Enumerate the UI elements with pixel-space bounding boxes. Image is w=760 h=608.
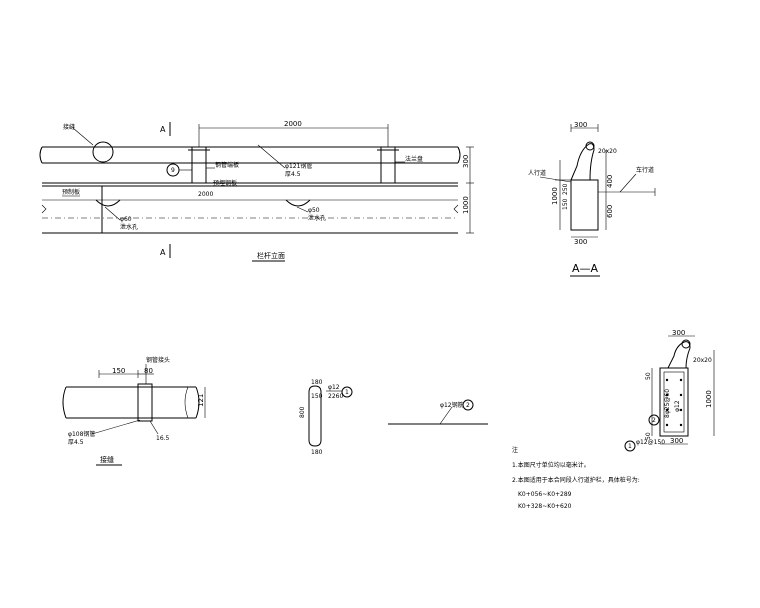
aa-dim-400: 400 bbox=[606, 175, 614, 188]
rebar1-dim-150: 150 bbox=[311, 393, 323, 400]
rebar1-label-bar: φ12 bbox=[328, 384, 340, 391]
rebar2-number: 2 bbox=[466, 402, 470, 409]
aa-dim-1000: 1000 bbox=[551, 187, 559, 205]
label-joint: 接缝 bbox=[63, 123, 75, 131]
label-hole-left-sub: 泄水孔 bbox=[120, 223, 138, 231]
reinf-dim-bottom-width: 300 bbox=[670, 437, 683, 445]
aa-title: A—A bbox=[572, 262, 599, 275]
label-pipe: φ121钢管 bbox=[285, 162, 312, 170]
rebar1-dim-side: 800 bbox=[299, 406, 306, 418]
notes-line4: K0+328~K0+620 bbox=[518, 503, 572, 510]
reinf-dim-right: φ12 bbox=[674, 400, 681, 412]
label-hole-right-sub: 泄水孔 bbox=[308, 214, 326, 222]
reinf-dim-50-top: 50 bbox=[645, 372, 652, 380]
reinf-dim-50-bot: 50 bbox=[645, 432, 652, 440]
joint-label-gap: 16.5 bbox=[156, 435, 170, 442]
notes-line3: K0+056~K0+289 bbox=[518, 491, 572, 498]
callout-number: 9 bbox=[171, 167, 175, 174]
notes-line1: 1.本图尺寸单位均以毫米计。 bbox=[512, 461, 590, 469]
aa-dim-600: 600 bbox=[606, 205, 614, 218]
joint-label-thickness: 厚4.5 bbox=[68, 439, 84, 446]
joint-detail: 150 80 钢管接头 121 φ108钢管 厚4.5 16.5 接缝 bbox=[62, 356, 206, 466]
label-slab: 预制板 bbox=[62, 188, 80, 196]
notes-heading: 注 bbox=[512, 446, 518, 454]
joint-dim-height: 121 bbox=[197, 394, 205, 407]
notes-line2: 2.本图适用于本合同段人行道护栏，具体桩号为: bbox=[512, 476, 640, 484]
label-base: 预埋钢板 bbox=[213, 179, 237, 187]
joint-label-top: 钢管接头 bbox=[146, 356, 170, 364]
rebar1-number: 1 bbox=[345, 389, 349, 396]
section-mark-top: A bbox=[160, 125, 166, 134]
joint-dim-150: 150 bbox=[112, 367, 125, 375]
rebar1-label-len: 2260 bbox=[328, 393, 343, 400]
reinf-dim-mid: 8φ25@60 bbox=[664, 389, 671, 418]
railing-elevation: 2000 300 1000 A A 接缝 9 φ121钢管 厚4.5 钢管端板 … bbox=[39, 120, 474, 262]
section-mark-bottom: A bbox=[160, 248, 166, 257]
rebar-2: φ12钢筋 2 bbox=[388, 399, 488, 425]
reinf-dim-bottom: φ12@150 bbox=[636, 439, 665, 446]
section-aa: 300 20x20 人行道 车行道 1000 250 150 400 600 3… bbox=[528, 121, 656, 277]
aa-dim-150: 150 bbox=[562, 198, 569, 210]
reinf-dim-top: 300 bbox=[672, 329, 685, 337]
dim-span: 2000 bbox=[284, 120, 302, 128]
rebar1-dim-bottom: 180 bbox=[311, 449, 323, 456]
reinf-circle-1: 1 bbox=[628, 443, 632, 450]
notes-block: 注 1.本图尺寸单位均以毫米计。 2.本图适用于本合同段人行道护栏，具体桩号为:… bbox=[512, 446, 640, 510]
label-hole-right: φ50 bbox=[308, 207, 320, 214]
reinforcement-section: 300 20x20 50 8φ25@60 50 φ12 1000 φ12@150… bbox=[624, 329, 715, 452]
aa-dim-bottom: 300 bbox=[574, 238, 587, 246]
aa-label-right: 车行道 bbox=[636, 166, 654, 174]
label-thickness: 厚4.5 bbox=[285, 171, 301, 178]
rebar2-label-bar: φ12钢筋 bbox=[440, 401, 464, 409]
aa-dim-top: 300 bbox=[574, 121, 587, 129]
label-mid-dim: 2000 bbox=[198, 191, 213, 198]
aa-dim-tube: 20x20 bbox=[598, 148, 617, 155]
joint-title: 接缝 bbox=[100, 455, 114, 464]
reinf-circle-2: 2 bbox=[652, 417, 656, 424]
label-post-right: 法兰盘 bbox=[405, 155, 423, 163]
label-hole-left: φ60 bbox=[120, 216, 132, 223]
aa-label-left: 人行道 bbox=[528, 169, 546, 177]
joint-dim-80: 80 bbox=[144, 367, 153, 375]
reinf-dim-tube: 20x20 bbox=[693, 357, 712, 364]
reinf-dim-1000: 1000 bbox=[705, 390, 713, 408]
rebar1-dim-top: 180 bbox=[311, 379, 323, 386]
aa-dim-250: 250 bbox=[562, 183, 569, 195]
dim-right-top: 300 bbox=[462, 155, 470, 168]
rebar-1: 180 150 800 180 φ12 2260 1 bbox=[299, 379, 353, 456]
joint-label-sleeve: φ108钢管 bbox=[68, 430, 95, 438]
elevation-title: 栏杆立面 bbox=[257, 251, 285, 260]
label-post-top: 钢管端板 bbox=[215, 161, 239, 169]
dim-right-bottom: 1000 bbox=[462, 196, 470, 214]
